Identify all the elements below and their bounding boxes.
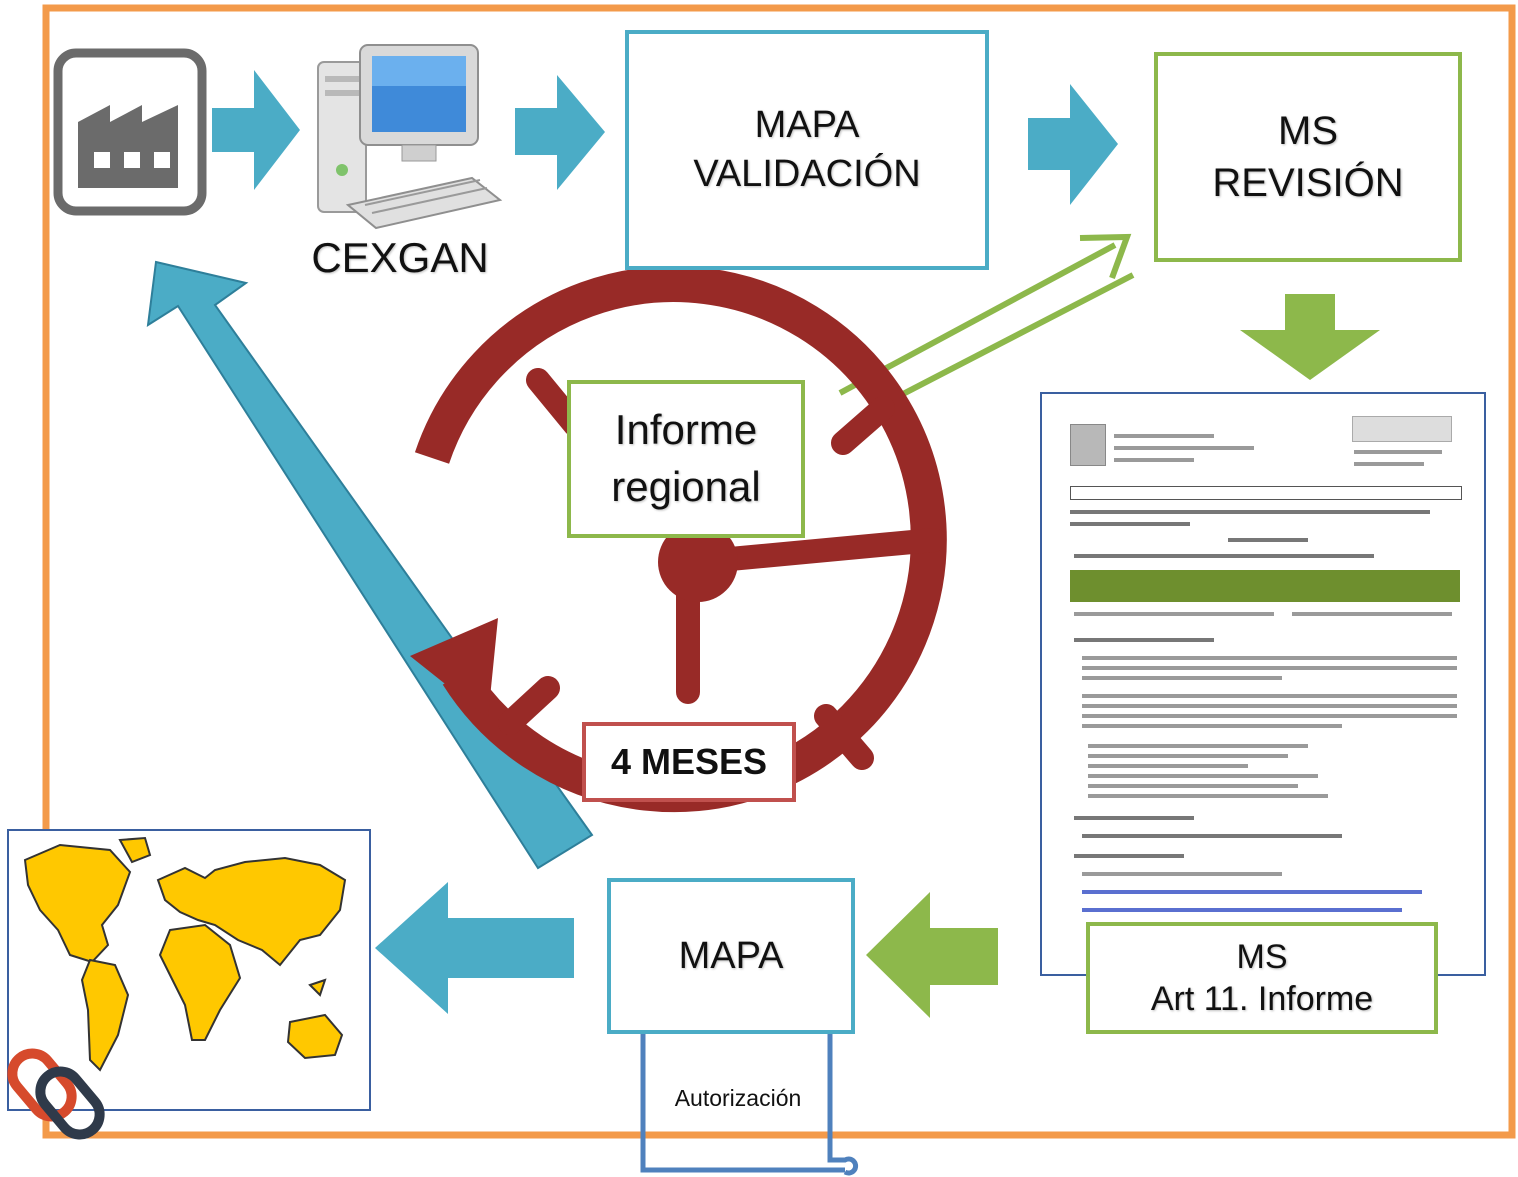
- document-header-stamp: [1352, 416, 1452, 442]
- informe-regional-line-1: Informe: [614, 406, 758, 454]
- arrow-ms-to-document: [1240, 294, 1380, 380]
- ms-revision-box: MS REVISIÓN: [1154, 52, 1462, 262]
- cuatro-meses-box: 4 MESES: [582, 722, 796, 802]
- arrow-mapa-to-ms: [1028, 84, 1118, 205]
- document-thumbnail: [1040, 392, 1486, 976]
- autorizacion-label: Autorización: [674, 1085, 802, 1111]
- arrow-computer-to-mapa: [515, 75, 605, 190]
- arrow-informe-to-mapa: [866, 892, 998, 1018]
- ms-informe-box: MS Art 11. Informe: [1086, 922, 1438, 1034]
- ms-informe-line-2: Art 11. Informe: [1150, 980, 1374, 1018]
- cuatro-meses-label: 4 MESES: [610, 741, 768, 782]
- clock-icon: [410, 266, 947, 813]
- mapa-label: MAPA: [678, 934, 784, 977]
- ms-revision-line-1: MS: [1278, 109, 1338, 153]
- world-map-icon: [7, 829, 371, 1111]
- informe-regional-box: Informe regional: [567, 380, 805, 538]
- ms-informe-line-1: MS: [1236, 937, 1288, 976]
- factory-icon: [53, 48, 207, 216]
- chain-link-icon: [7, 1048, 105, 1140]
- mapa-validacion-box: MAPA VALIDACIÓN: [625, 30, 989, 270]
- mapa-box: MAPA: [607, 878, 855, 1034]
- informe-regional-line-2: regional: [611, 463, 761, 510]
- mapa-validacion-line-1: MAPA: [754, 103, 860, 146]
- arrow-mapa-to-world: [375, 882, 574, 1014]
- arrow-factory-to-computer: [212, 70, 300, 190]
- document-table-header: [1070, 570, 1460, 602]
- frame-border: [42, 4, 1516, 1139]
- cexgan-label: CEXGAN: [311, 234, 489, 281]
- ms-revision-line-2: REVISIÓN: [1212, 161, 1404, 205]
- document-crest: [1070, 424, 1106, 466]
- mapa-validacion-line-2: VALIDACIÓN: [693, 153, 921, 195]
- computer-icon: [317, 44, 503, 230]
